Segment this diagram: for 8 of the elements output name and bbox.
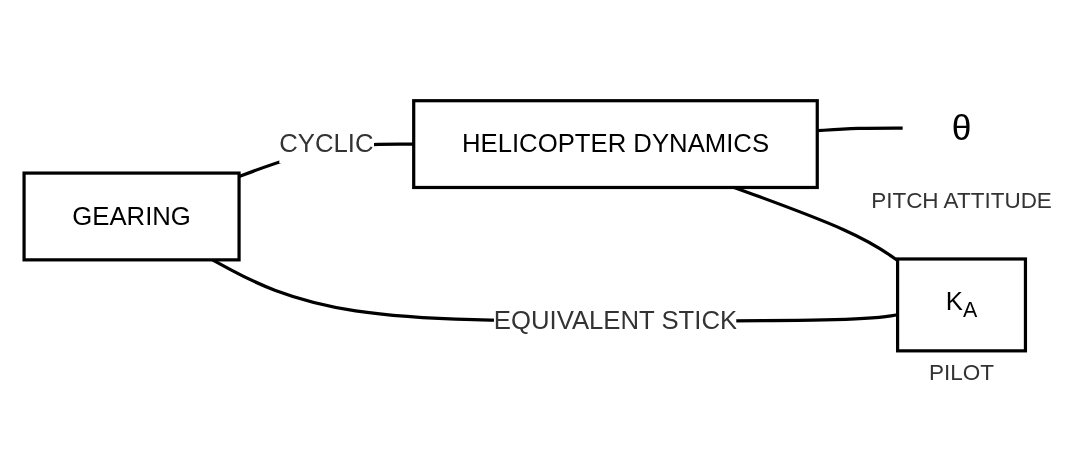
node-text: θ (951, 107, 972, 148)
node-box: HELICOPTER DYNAMICS (412, 98, 819, 189)
edge-label: EQUIVALENT STICK (493, 306, 738, 334)
node-box: GEARING (22, 170, 241, 261)
node-caption: PILOT (929, 359, 994, 385)
node-caption: PITCH ATTITUDE (871, 187, 1052, 213)
edge-label: CYCLIC (279, 129, 374, 157)
node-box: K$_{A}$ (896, 256, 1028, 352)
